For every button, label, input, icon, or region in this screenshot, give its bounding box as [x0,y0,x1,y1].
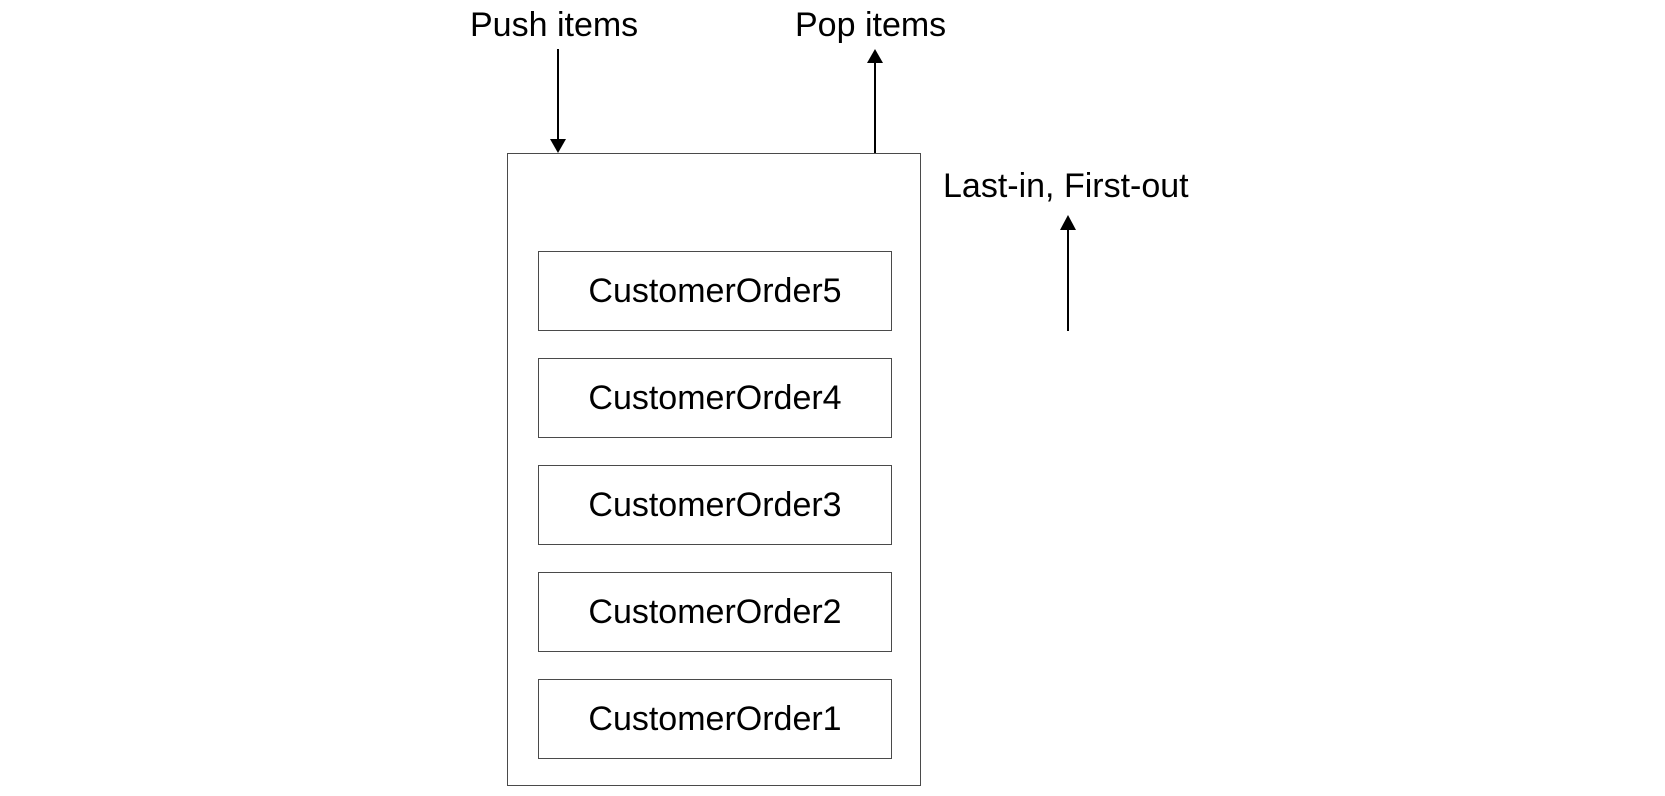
stack-item: CustomerOrder3 [538,465,892,545]
pop-arrow-icon [867,49,883,153]
push-items-label: Push items [470,6,639,44]
stack-item: CustomerOrder4 [538,358,892,438]
stack-item: CustomerOrder2 [538,572,892,652]
pop-items-label: Pop items [795,6,947,44]
lifo-label: Last-in, First-out [943,167,1189,205]
stack-item: CustomerOrder1 [538,679,892,759]
push-arrow-icon [550,49,566,153]
stack-container [507,153,921,786]
stack-item: CustomerOrder5 [538,251,892,331]
lifo-arrow-icon [1060,215,1076,331]
